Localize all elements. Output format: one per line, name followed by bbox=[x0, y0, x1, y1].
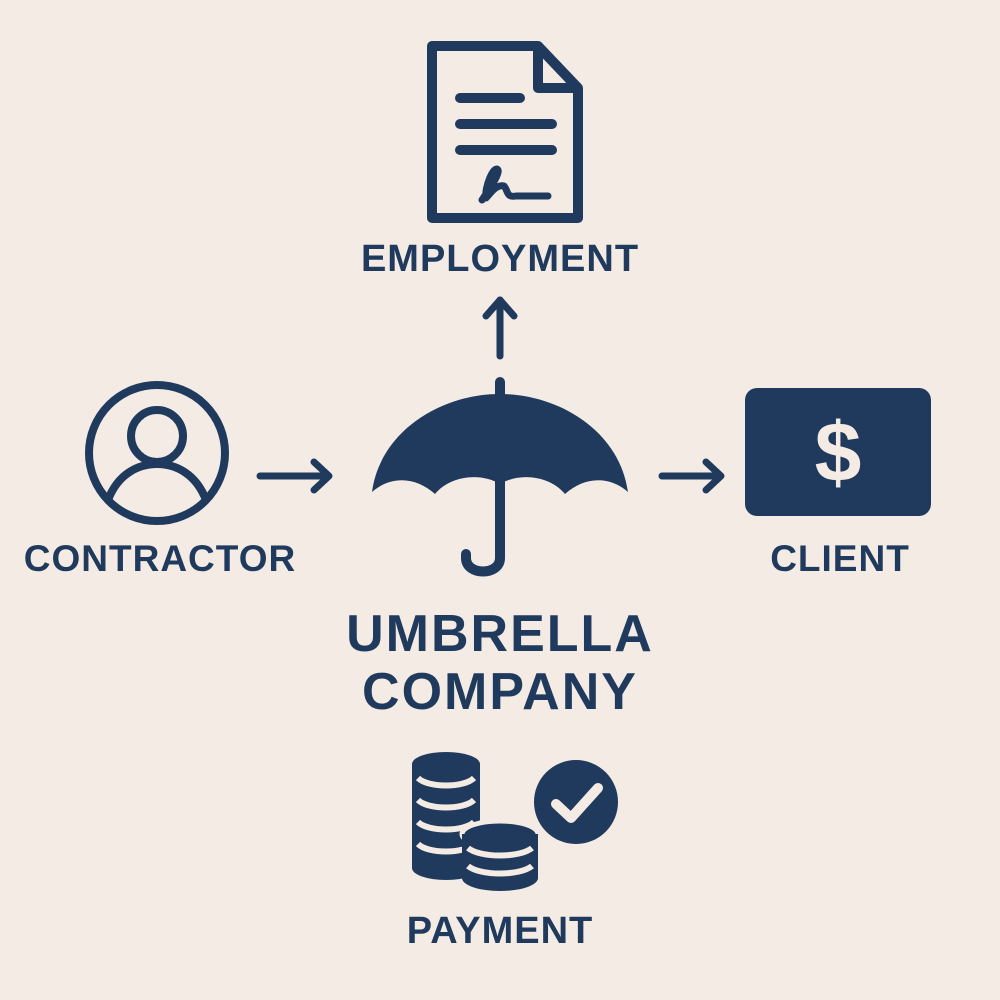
arrow-right-icon bbox=[658, 458, 725, 494]
contract-document-icon bbox=[427, 41, 583, 223]
employment-label: EMPLOYMENT bbox=[360, 238, 640, 280]
umbrella-label-line1: UMBRELLA bbox=[346, 605, 654, 663]
dollar-icon: $ bbox=[814, 405, 862, 499]
umbrella-icon bbox=[372, 377, 628, 577]
arrow-right-icon bbox=[256, 458, 333, 494]
user-circle-icon bbox=[85, 381, 229, 525]
employment-node bbox=[420, 38, 590, 228]
umbrella-node bbox=[360, 372, 640, 592]
umbrella-company-label: UMBRELLA COMPANY bbox=[300, 605, 700, 721]
arrow-umbrella-to-client bbox=[656, 456, 728, 496]
arrow-contractor-to-umbrella bbox=[254, 456, 336, 496]
contractor-node bbox=[82, 378, 232, 528]
client-label: CLIENT bbox=[770, 538, 910, 579]
payment-node bbox=[408, 748, 623, 898]
umbrella-label-line2: COMPANY bbox=[362, 663, 638, 721]
payment-label: PAYMENT bbox=[406, 910, 594, 952]
arrow-up-icon bbox=[482, 296, 518, 360]
client-node: $ bbox=[745, 388, 931, 516]
coins-check-icon bbox=[412, 752, 622, 891]
contractor-label: CONTRACTOR bbox=[23, 538, 297, 579]
arrow-up-to-employment bbox=[480, 292, 520, 362]
